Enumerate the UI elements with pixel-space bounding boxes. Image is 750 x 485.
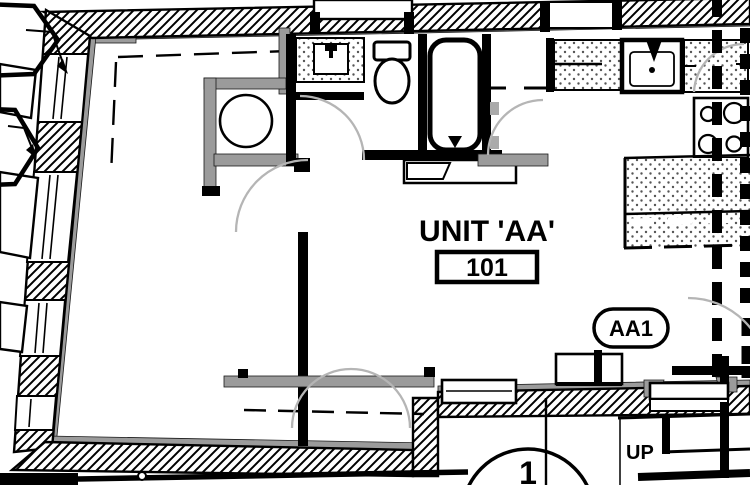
entry-north-wall [672, 366, 750, 375]
bedroom-door-swing-arc [234, 158, 309, 233]
window-1-glazing [52, 56, 60, 120]
entry-jamb-post [720, 356, 729, 382]
mech-closet-wall-cap [202, 186, 220, 196]
bath-window-jamb-left [310, 12, 320, 34]
unit-number-box [434, 249, 540, 285]
water-heater [218, 93, 274, 149]
window-2-sill [0, 170, 40, 260]
bath-window-jamb-right [404, 12, 414, 34]
keynote-hexagons [0, 2, 68, 187]
soffit-dashed-line-horizontal [117, 49, 289, 59]
window-3-glazing-2 [42, 302, 48, 354]
leader-arrowhead-2 [26, 144, 36, 158]
room-labels: UNIT 'AA' 101 [419, 215, 555, 285]
leader-line-2 [7, 125, 33, 149]
mech-closet-left-wall [203, 77, 217, 193]
corner-counter-arc [692, 42, 745, 93]
bottom-wall-jog [411, 396, 440, 478]
detail-callout-number: 1 [519, 455, 537, 485]
shower-south-wall [286, 92, 364, 100]
pantry-hinge-block-1 [490, 102, 499, 115]
detail-callout-circle [467, 447, 589, 485]
pantry-south-wall [477, 153, 549, 167]
island-top-edge [623, 153, 750, 160]
shower-valve-stem [329, 51, 333, 58]
fridge-east-wall [546, 38, 554, 92]
window-3-sill [0, 300, 29, 354]
kitchen-window-opening [547, 1, 617, 29]
shower-valve [325, 44, 337, 51]
pantry-door-swing-arc [486, 98, 544, 156]
bath-south-wall [362, 150, 502, 160]
bath-door-swing-arc [299, 94, 366, 161]
bathroom [286, 34, 518, 185]
closet-jamb-left [238, 369, 248, 378]
mechanical-closet [202, 77, 299, 196]
kitchen-west-wall [482, 34, 491, 160]
sheet-elements: 1 [0, 398, 589, 485]
window-3-glazing [34, 302, 40, 354]
adjacent-wall-band [0, 473, 78, 485]
keynote-hexagon-1 [0, 2, 61, 78]
upper-cabinet-dashed [629, 215, 749, 226]
window-2-glazing-2 [49, 174, 59, 260]
top-wall-openings [310, 0, 622, 34]
vanity-basin [406, 162, 452, 180]
window-1-opening [36, 53, 90, 123]
bath-window-notch [312, 0, 414, 21]
entry: AA1 [440, 296, 750, 412]
stair-wall-post-left [662, 414, 670, 454]
leader-arrowhead-1 [57, 59, 68, 74]
closet-jamb-right [424, 367, 435, 377]
leader-line-1 [25, 29, 65, 67]
sink-faucet [646, 40, 662, 62]
window-2-glazing [41, 174, 51, 260]
left-wall-windows [0, 53, 90, 431]
unit-number-label: 101 [466, 254, 508, 282]
stair-bottom-wall [637, 469, 750, 481]
entry-door-leaf [648, 381, 730, 401]
entry-door-threshold [649, 398, 729, 412]
soffit-dashed-line-vertical [109, 61, 118, 176]
tub-west-wall [418, 34, 427, 154]
island-mid-edge [623, 209, 750, 216]
window-4-opening [13, 395, 58, 431]
toilet-tank [372, 40, 412, 62]
keynote-hexagon-2 [0, 107, 41, 187]
entry-bench [554, 352, 624, 386]
unit-type-tag-oval [592, 307, 670, 349]
stair-up-label: UP [626, 442, 654, 464]
stair-tread-line [662, 447, 750, 454]
window-4-glazing [28, 398, 32, 428]
stair-wall-post-right [720, 402, 729, 478]
entry-door-swing-arc [687, 296, 750, 330]
bedroom [223, 232, 435, 446]
pantry-hinge-block-2 [490, 136, 499, 149]
unit-name-label: UNIT 'AA' [419, 215, 555, 248]
kitchen-window-jamb-right [612, 0, 622, 30]
kitchen [477, 34, 750, 250]
unit-type-tag-text: AA1 [609, 316, 653, 341]
bedroom-partition-wall [298, 232, 308, 446]
entry-bench-wall [594, 350, 602, 386]
window-1-glazing-2 [60, 56, 68, 120]
island-counter [624, 158, 750, 248]
demising-lines [712, 0, 750, 380]
bathtub [427, 37, 483, 153]
closet-door-swing-arc [290, 367, 412, 429]
hall-door-swings [234, 94, 366, 233]
wall-line-node [137, 471, 147, 481]
stair-hall: UP [617, 402, 750, 485]
window-1-sill [0, 62, 38, 120]
kitchen-window-jamb-left [540, 2, 550, 32]
sink-drain [649, 67, 655, 73]
closet-rod-dashed [243, 408, 425, 416]
island-bottom-dashed-edge [623, 243, 750, 250]
closet-front-wall [223, 375, 435, 388]
bathtub-drain-marker [448, 136, 462, 148]
toilet-bowl [373, 57, 411, 105]
